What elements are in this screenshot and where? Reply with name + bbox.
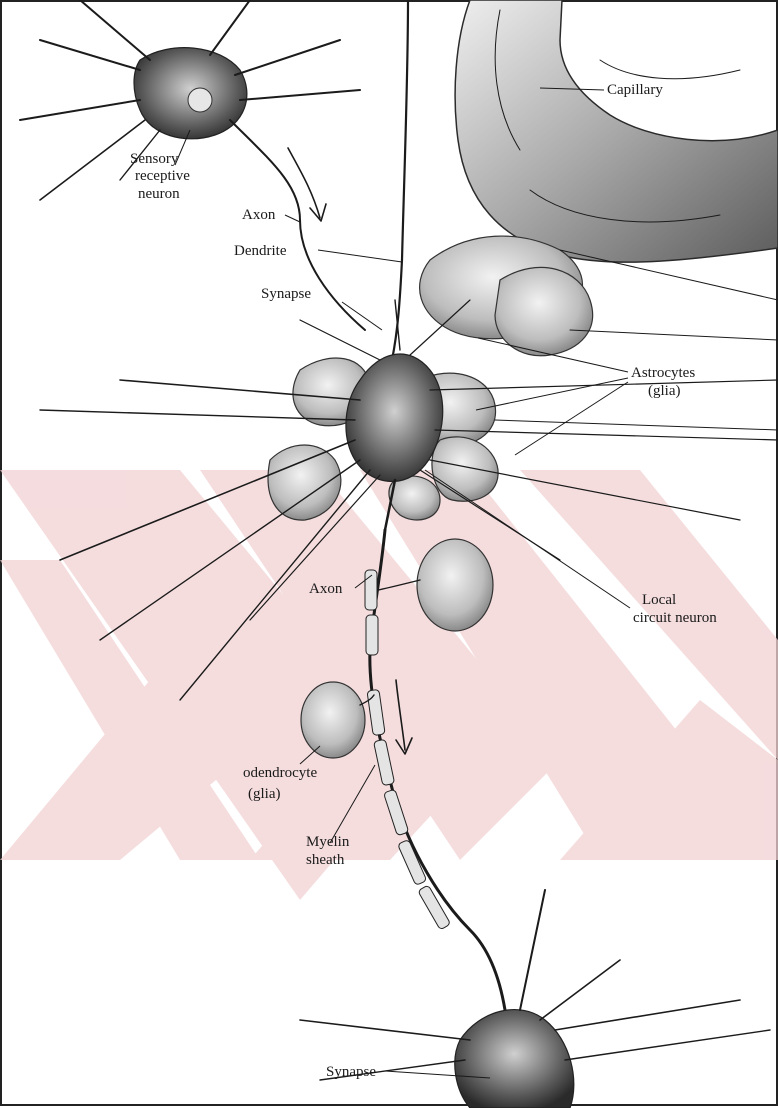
label-local-line1: Local [642, 592, 676, 608]
label-synapse-top: Synapse [261, 286, 311, 302]
label-myelin-line2: sheath [306, 852, 345, 868]
label-astrocytes-line2: (glia) [648, 383, 680, 399]
label-synapse-bottom: Synapse [326, 1064, 376, 1080]
label-oligodendrocyte-line1: odendrocyte [243, 765, 317, 781]
label-dendrite: Dendrite [234, 243, 287, 259]
label-sensory-line2: receptive [135, 168, 190, 184]
label-astrocytes-line1: Astrocytes [631, 365, 695, 381]
sensory-neuron [20, 0, 365, 330]
label-myelin-line1: Myelin [306, 834, 350, 850]
label-axon-mid: Axon [309, 581, 343, 597]
label-oligodendrocyte-line2: (glia) [248, 786, 280, 802]
label-sensory-line1: Sensory [130, 151, 179, 167]
watermark [0, 470, 778, 900]
capillary [455, 0, 778, 262]
axon-arrow-top [288, 148, 326, 221]
label-axon-top: Axon [242, 207, 276, 223]
label-local-line2: circuit neuron [633, 610, 717, 626]
label-sensory-line3: neuron [138, 186, 180, 202]
dendrite-fiber [392, 0, 408, 360]
label-capillary: Capillary [607, 82, 663, 98]
